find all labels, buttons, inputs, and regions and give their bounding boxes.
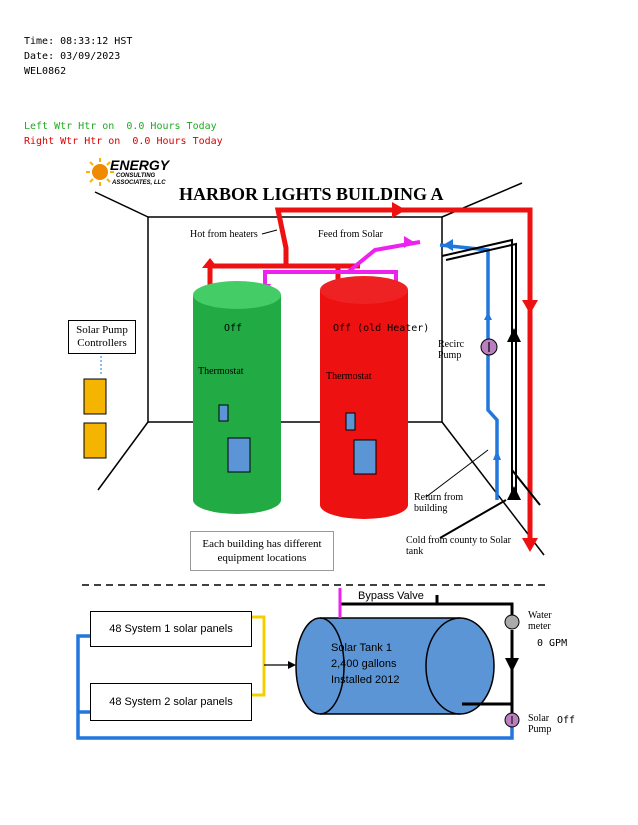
logo-sun-icon xyxy=(86,158,114,186)
water-meter-label-2: meter xyxy=(528,621,551,632)
flow-readout: 0 GPM xyxy=(537,638,568,649)
page-title: HARBOR LIGHTS BUILDING A xyxy=(179,184,444,204)
solar-loop-pipe xyxy=(76,634,514,740)
system1-panels-label: 48 System 1 solar panels xyxy=(109,623,233,635)
recirc-pump-label-1: Recirc xyxy=(438,339,465,350)
solar-pump-label-2: Pump xyxy=(528,724,552,735)
right-heater-status: Off (old Heater) xyxy=(333,323,430,334)
water-meter-icon xyxy=(504,614,520,630)
right-water-heater xyxy=(320,276,408,519)
thermostat-left-label: Thermostat xyxy=(198,366,244,377)
solar-tank-line1: Solar Tank 1 xyxy=(331,642,392,654)
solar-pump-label-1: Solar xyxy=(528,713,550,724)
building-note-2: equipment locations xyxy=(217,552,307,564)
controllers-label-1: Solar Pump xyxy=(76,324,128,336)
recirc-pump-icon xyxy=(480,338,498,356)
return-label-1: Return from xyxy=(414,492,464,503)
bypass-valve-label: Bypass Valve xyxy=(358,590,424,602)
recirc-pump-label-2: Pump xyxy=(438,350,462,361)
thermostat-right-label: Thermostat xyxy=(326,371,372,382)
system1-panels-box: 48 System 1 solar panels xyxy=(90,611,252,647)
right-heater-hours: Right Wtr Htr on 0.0 Hours Today xyxy=(24,136,223,147)
logo-name: ENERGY xyxy=(110,157,170,173)
solar-tank xyxy=(295,617,495,715)
controller-1 xyxy=(83,378,107,415)
cold-label-2: tank xyxy=(406,546,424,557)
water-meter-label-1: Water xyxy=(528,610,552,621)
hot-from-heaters-label: Hot from heaters xyxy=(190,229,258,240)
time-readout: Time: 08:33:12 HST xyxy=(24,36,133,47)
panel-return-pipe xyxy=(250,615,266,697)
system2-panels-label: 48 System 2 solar panels xyxy=(109,696,233,708)
room-outline xyxy=(94,182,545,556)
left-water-heater xyxy=(193,281,281,514)
station-id: WEL0862 xyxy=(24,66,67,77)
left-heater-status: Off xyxy=(224,323,243,334)
system2-panels-box: 48 System 2 solar panels xyxy=(90,683,252,721)
logo-line3: ASSOCIATES, LLC xyxy=(112,180,166,186)
solar-pump-status: Off xyxy=(557,715,576,726)
cold-label-1: Cold from county to Solar xyxy=(406,535,511,546)
building-note-box: Each building has different equipment lo… xyxy=(190,531,334,571)
solar-tank-line3: Installed 2012 xyxy=(331,674,400,686)
return-label-2: building xyxy=(414,503,448,514)
solar-pump-controllers-box: Solar Pump Controllers xyxy=(68,320,136,354)
controllers-label-2: Controllers xyxy=(77,337,127,349)
left-heater-hours: Left Wtr Htr on 0.0 Hours Today xyxy=(24,121,217,132)
date-readout: Date: 03/09/2023 xyxy=(24,51,121,62)
recirc-pipe xyxy=(439,243,499,500)
building-note-1: Each building has different xyxy=(202,538,322,550)
solar-tank-line2: 2,400 gallons xyxy=(331,658,397,670)
cold-pipe xyxy=(439,238,541,539)
hot-flow-arrow xyxy=(392,202,406,218)
logo-line2: CONSULTING xyxy=(116,173,156,179)
solar-tank-label: Solar Tank 1 2,400 gallons Installed 201… xyxy=(331,640,400,688)
solar-pump-icon xyxy=(504,712,520,728)
feed-from-solar-label: Feed from Solar xyxy=(318,229,383,240)
controller-2 xyxy=(83,422,107,459)
